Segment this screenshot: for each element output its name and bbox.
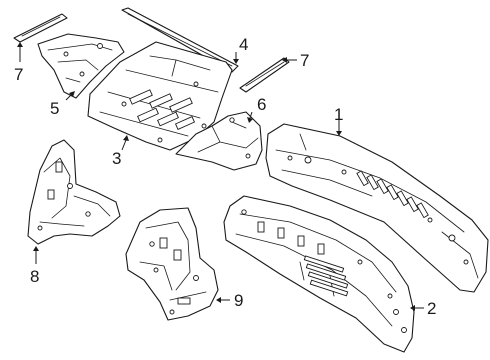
part-8-inner-panel (27, 139, 121, 245)
callout-3: 3 (112, 149, 121, 168)
part-9-lower-bracket (125, 207, 219, 321)
part-5-panel (37, 33, 125, 99)
callout-7-right: 7 (300, 51, 309, 70)
callout-1: 1 (334, 105, 343, 124)
part-1-rear-panel-upper (265, 123, 489, 293)
callout-5: 5 (50, 99, 59, 118)
part-7-strip-left (13, 13, 68, 43)
callout-2: 2 (427, 299, 436, 318)
callout-8: 8 (30, 267, 39, 286)
callout-4: 4 (239, 35, 248, 54)
part-2-rear-panel-lower (223, 195, 415, 353)
callout-9: 9 (234, 291, 243, 310)
leader-3 (121, 139, 127, 151)
callout-6: 6 (257, 95, 266, 114)
leader-lines (17, 42, 424, 311)
leader-6 (249, 111, 253, 119)
callout-7-left: 7 (14, 65, 23, 84)
part-4-rail (121, 7, 239, 73)
part-3-floor-pan (87, 41, 233, 151)
callout-labels: 7 4 7 5 6 1 3 8 9 2 (14, 35, 436, 318)
part-6-bracket (175, 111, 263, 171)
part-7-strip-right (239, 57, 290, 93)
